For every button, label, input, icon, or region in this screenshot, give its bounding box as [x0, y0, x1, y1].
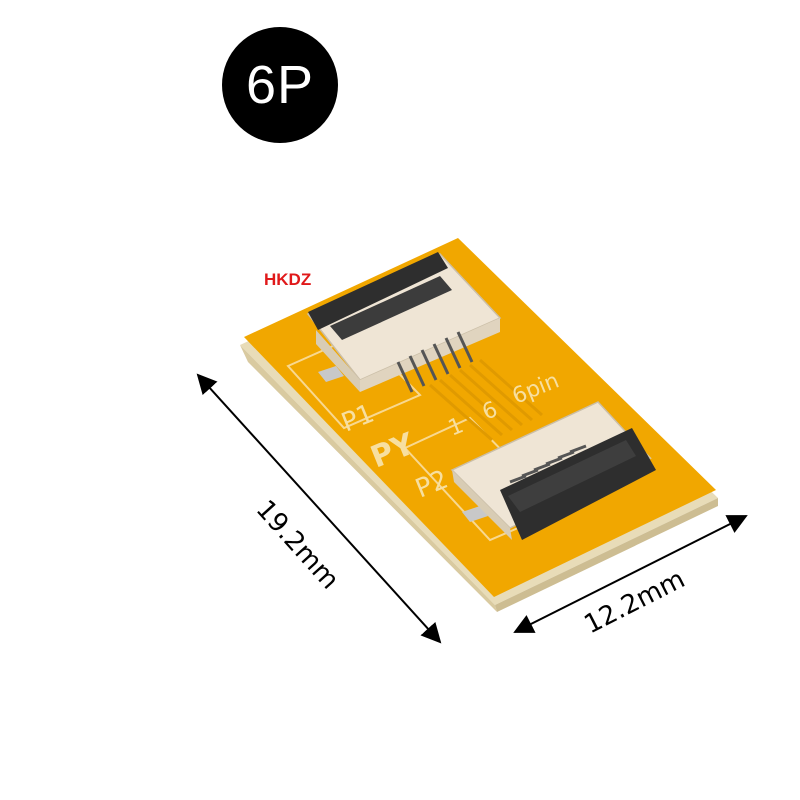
fpc-connector-top — [306, 252, 502, 393]
pin-count-label: 6P — [245, 55, 315, 115]
length-label: 19.2mm — [250, 495, 345, 596]
top-latch — [308, 252, 448, 330]
width-label: 12.2mm — [580, 564, 690, 640]
fpc-connector-bottom — [450, 401, 656, 540]
pin-count-badge: 6P — [222, 27, 338, 143]
brand-watermark: HKDZ — [264, 270, 312, 289]
